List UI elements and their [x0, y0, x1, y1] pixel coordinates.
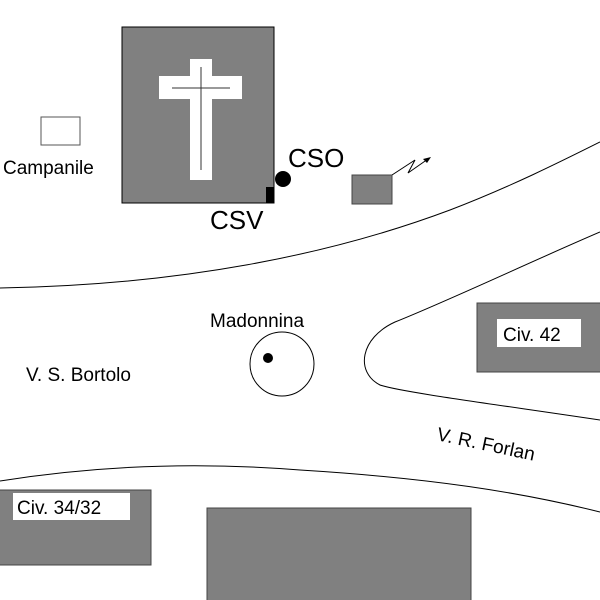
cross-icon [159, 59, 242, 180]
civ3432-label: Civ. 34/32 [17, 498, 101, 519]
dot-marker-icon [263, 353, 273, 363]
csv-label: CSV [210, 205, 264, 235]
road-upper-edge [0, 141, 600, 289]
campanile-building[interactable] [40, 116, 81, 146]
madonnina-label: Madonnina [210, 311, 304, 332]
street-label-forlan: V. R. Forlan [435, 424, 537, 465]
cso-label: CSO [288, 143, 344, 173]
lightning-icon [391, 157, 431, 176]
circle-marker-icon[interactable] [275, 171, 291, 187]
civ42-label: Civ. 42 [503, 325, 561, 346]
building-civ42[interactable]: Civ. 42 [476, 302, 600, 373]
road-lower-edge [0, 465, 600, 513]
church-building[interactable] [121, 26, 275, 204]
campanile-label: Campanile [3, 158, 94, 179]
road-forlan-upper-edge [364, 231, 600, 421]
street-label-bortolo: V. S. Bortolo [26, 365, 131, 386]
building-bottom[interactable] [206, 507, 472, 600]
antenna-building[interactable] [351, 174, 393, 205]
madonnina-circle[interactable] [249, 331, 315, 397]
building-civ3432[interactable]: Civ. 34/32 [0, 489, 152, 566]
square-marker-icon[interactable] [266, 187, 274, 203]
